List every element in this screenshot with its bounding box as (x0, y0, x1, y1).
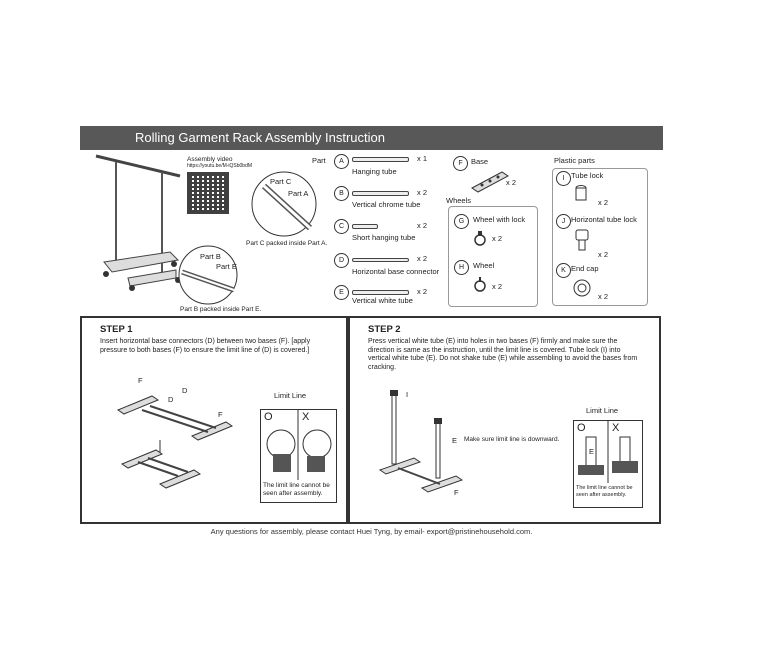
plastic-letter-k: K (556, 263, 571, 278)
part-name-e: Vertical white tube (352, 296, 413, 305)
part-c-callout-icon (251, 171, 317, 237)
part-c-note: Part C packed inside Part A. (246, 240, 328, 247)
part-qty-a: x 1 (417, 154, 428, 163)
video-label: Assembly video (187, 156, 233, 163)
part-b-callout-icon (178, 245, 238, 305)
step1-label-f1: F (138, 376, 143, 385)
step1-limit-illustration (266, 410, 332, 480)
plastic-name-k: End cap (571, 264, 599, 273)
callout-part-b: Part B (200, 252, 221, 261)
plastic-name-i: Tube lock (571, 171, 604, 180)
step1-assembly-diagram (116, 395, 234, 489)
step1-limit-box: O X The limit line cannot be seen after … (260, 409, 337, 503)
end-cap-icon (573, 279, 591, 297)
wheel-letter-h: H (454, 260, 469, 275)
step1-panel: STEP 1 Insert horizontal base connectors… (80, 316, 350, 524)
wheel-with-lock-icon (474, 231, 486, 246)
part-letter-f: F (453, 156, 468, 171)
wheel-letter-g: G (454, 214, 469, 229)
footer-contact: Any questions for assembly, please conta… (210, 527, 533, 536)
part-b-note: Part B packed inside Part E. (180, 306, 262, 313)
sheet-title: Rolling Garment Rack Assembly Instructio… (135, 130, 385, 145)
step1-label-d1: D (182, 386, 188, 395)
base-name: Base (471, 157, 489, 166)
step2-assembly-diagram (378, 390, 464, 493)
plastic-letter-j: J (556, 214, 571, 229)
step2-label-f: F (454, 488, 459, 497)
wheel-qty-g: x 2 (492, 234, 503, 243)
wheel-qty-h: x 2 (492, 282, 503, 291)
plastic-qty-k: x 2 (598, 292, 609, 301)
step1-limit-line-label: Limit Line (274, 391, 307, 400)
wheels-header: Wheels (446, 196, 472, 205)
step1-mark-ok: O (264, 411, 273, 423)
base-icon (471, 171, 509, 193)
part-name-c: Short hanging tube (352, 233, 416, 242)
step2-text: Press vertical white tube (E) into holes… (368, 338, 638, 371)
step1-text: Insert horizontal base connectors (D) be… (100, 338, 311, 354)
plastic-name-j: Horizontal tube lock (571, 215, 637, 224)
plastic-qty-i: x 2 (598, 198, 609, 207)
step1-title: STEP 1 (100, 324, 133, 335)
part-letter-e: E (334, 285, 349, 300)
plastic-qty-j: x 2 (598, 250, 609, 259)
step2-limit-line-label: Limit Line (586, 406, 619, 415)
step2-downward-note: Make sure limit line is downward. (464, 436, 560, 443)
step2-limit-illustration (578, 421, 638, 483)
part-letter-a: A (334, 154, 349, 169)
hanging-tube-icon (352, 157, 409, 162)
part-letter-c: C (334, 219, 349, 234)
part-header: Part (312, 156, 326, 165)
title-bar: Rolling Garment Rack Assembly Instructio… (80, 126, 663, 150)
step1-label-f2: F (218, 410, 223, 419)
part-letter-d: D (334, 253, 349, 268)
part-name-b: Vertical chrome tube (352, 200, 421, 209)
wheels-box (448, 206, 538, 307)
part-qty-c: x 2 (417, 221, 428, 230)
qr-code-icon[interactable] (187, 172, 229, 214)
step1-mark-bad: X (302, 411, 310, 423)
vertical-chrome-tube-icon (352, 191, 409, 196)
short-hanging-tube-icon (352, 224, 378, 229)
callout-part-c: Part C (270, 177, 292, 186)
step2-limit-box: O X E The limit line cannot be seen afte… (573, 420, 643, 508)
step2-mark-bad: X (612, 422, 620, 434)
base-qty: x 2 (506, 178, 517, 187)
step2-label-e2: E (589, 447, 595, 456)
video-url[interactable]: https://youtu.be/M-iQSb0bdM (187, 163, 253, 169)
callout-part-e: Part E (216, 262, 237, 271)
vertical-white-tube-icon (352, 290, 409, 295)
step2-mark-ok: O (577, 422, 586, 434)
tube-lock-icon (575, 185, 587, 201)
part-name-a: Hanging tube (352, 167, 397, 176)
step2-title: STEP 2 (368, 324, 401, 335)
plastic-letter-i: I (556, 171, 571, 186)
wheel-icon (474, 277, 486, 292)
wheel-name-h: Wheel (473, 261, 495, 270)
wheel-name-g: Wheel with lock (473, 215, 526, 224)
part-qty-d: x 2 (417, 254, 428, 263)
step1-note: The limit line cannot be seen after asse… (263, 482, 330, 497)
plastic-header: Plastic parts (554, 156, 595, 165)
step2-label-e: E (452, 436, 458, 445)
step2-panel: STEP 2 Press vertical white tube (E) int… (346, 316, 661, 524)
horizontal-tube-lock-icon (575, 229, 589, 251)
horizontal-base-connector-icon (352, 258, 409, 262)
instruction-sheet: Rolling Garment Rack Assembly Instructio… (80, 126, 663, 536)
step1-label-d2: D (168, 395, 174, 404)
part-name-d: Horizontal base connector (352, 267, 440, 276)
rack-illustration (95, 154, 181, 291)
part-letter-b: B (334, 186, 349, 201)
plastic-box (552, 168, 648, 306)
part-qty-e: x 2 (417, 287, 428, 296)
callout-part-a: Part A (288, 189, 309, 198)
step2-note: The limit line cannot be seen after asse… (576, 485, 633, 498)
part-qty-b: x 2 (417, 188, 428, 197)
step2-label-i: I (406, 390, 409, 399)
